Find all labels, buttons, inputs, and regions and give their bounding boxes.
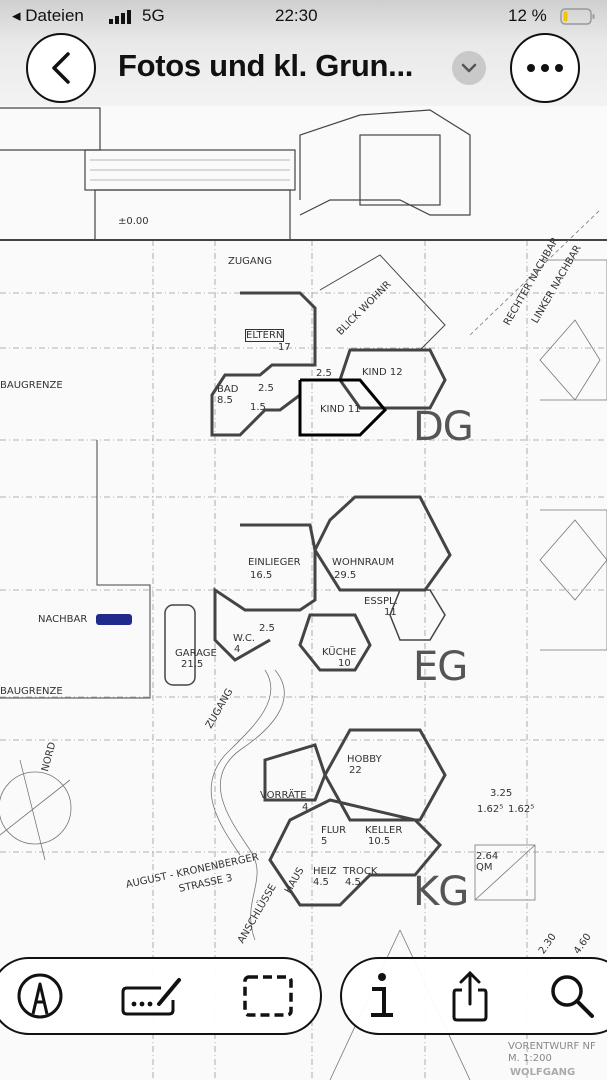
label-dimension: 1.62⁵ [477,804,504,815]
label-dimension: 2.5 [259,623,275,634]
navigation-bar-background [0,0,607,106]
label-area-qm: 2.64 [476,851,499,862]
label-room-wohnraum: WOHNRAUM [332,557,395,568]
dashed-selection-icon [243,975,293,1017]
clock: 22:30 [275,6,318,25]
magnifier-icon [551,975,594,1018]
status-bar: ◂ Dateien 5G 22:30 12 % [0,6,607,30]
label-area: 16.5 [250,570,273,581]
label-area: 4.5 [313,877,329,888]
label-area: 21.5 [181,659,204,670]
label-area: 10.5 [368,836,391,847]
more-button[interactable] [510,33,580,103]
battery-percent: 12 % [508,6,547,25]
label-room-kind12: KIND 12 [362,367,403,378]
label-room-flur: FLUR [321,825,347,836]
back-button[interactable] [26,33,96,103]
info-button[interactable] [352,966,412,1026]
label-dimension: 3.25 [490,788,513,799]
chevron-left-icon [52,52,70,84]
label-area: 4 [234,644,241,655]
network-type: 5G [142,6,165,25]
label-area: 29.5 [334,570,357,581]
info-icon [371,973,393,1017]
back-app-label: Dateien [25,6,84,25]
back-to-app-link[interactable]: ◂ Dateien [12,6,84,25]
label-floor-dg: DG [413,404,474,450]
signature-icon [121,978,181,1016]
chevron-down-icon [461,63,477,73]
label-dimension: 1.62⁵ [508,804,535,815]
label-area: 10 [338,658,351,669]
label-area: 5 [321,836,328,847]
label-room-kind11: KIND 11 [320,404,361,415]
label-elevation: ±0.00 [118,216,149,227]
label-room-wc: W.C. [233,633,256,644]
label-scale: M. 1:200 [508,1053,552,1064]
label-dimension: 2.5 [316,368,332,379]
label-room-vorraete: VORRÄTE [260,790,307,801]
label-floor-eg: EG [413,644,468,690]
label-area: 4 [302,802,309,813]
label-area: 4.5 [345,877,361,888]
pen-tip-icon [17,973,63,1019]
label-room-esspl: ESSPL. [364,596,398,607]
label-room-einlieger: EINLIEGER [248,557,301,568]
actions-toolbar [340,957,607,1035]
label-room-kueche: KÜCHE [322,647,357,658]
label-room-heiz: HEIZ [313,866,337,877]
signature-button[interactable] [117,966,187,1026]
highlight-mark [96,614,132,625]
label-baugrenze: BAUGRENZE [0,380,63,391]
label-room-garage: GARAGE [175,648,217,659]
label-area: 22 [349,765,362,776]
label-area-unit: QM [476,862,493,873]
document-title[interactable]: Fotos und kl. Grun... [118,48,414,83]
share-button[interactable] [440,966,500,1026]
label-area: 17 [278,342,291,353]
label-dimension: 2.5 [258,383,274,394]
label-room-hobby: HOBBY [347,754,382,765]
select-area-button[interactable] [238,966,298,1026]
label-room-bad: BAD [217,384,239,395]
markup-button[interactable] [10,966,70,1026]
label-nachbar: NACHBAR [38,614,88,625]
label-author: WOLFGANG [510,1067,576,1078]
label-area: 11 [384,607,397,618]
battery-icon [560,8,596,31]
ellipsis-icon [527,64,563,72]
search-button[interactable] [542,966,602,1026]
edit-toolbar [0,957,322,1035]
label-zugang: ZUGANG [228,256,272,267]
label-dimension: 1.5 [250,402,266,413]
label-baugrenze: BAUGRENZE [0,686,63,697]
share-icon [452,970,488,1022]
label-room-keller: KELLER [365,825,403,836]
label-vorentwurf: VORENTWURF NF [508,1041,596,1052]
title-menu-button[interactable] [452,51,486,85]
signal-icon [109,9,135,29]
label-room-trock: TROCK [343,866,378,877]
label-floor-kg: KG [413,869,469,915]
label-room-eltern: ELTERN [245,329,285,342]
label-area: 8.5 [217,395,233,406]
